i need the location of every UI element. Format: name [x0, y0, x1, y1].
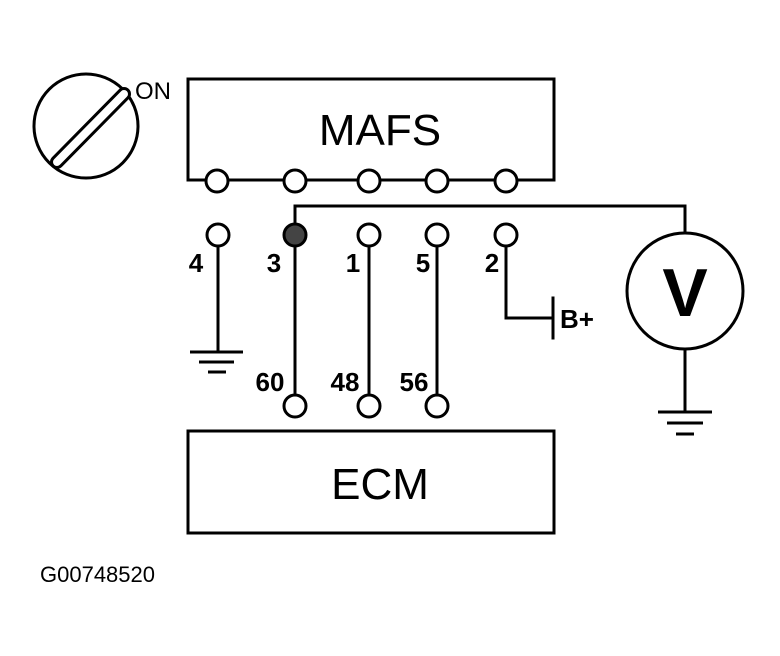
mafs-pin [493, 168, 519, 194]
ground-icon [658, 410, 712, 436]
pin-label-5: 5 [416, 248, 430, 278]
harness-pin-4 [205, 222, 231, 248]
mafs-pin [356, 168, 382, 194]
pin-label-2: 2 [485, 248, 499, 278]
ground-icon [190, 350, 243, 374]
pin-label-3: 3 [267, 248, 281, 278]
harness-pin-5 [424, 222, 450, 248]
power-wire [504, 244, 553, 320]
ecm-pin-48 [356, 393, 382, 419]
mafs-pin [282, 168, 308, 194]
mafs-label: MAFS [319, 106, 441, 155]
voltmeter-label: V [662, 255, 707, 331]
ecm-pin-label-56: 56 [400, 367, 429, 397]
mafs-box [186, 77, 556, 182]
pin-label-4: 4 [189, 248, 204, 278]
switch-state-label: ON [135, 78, 171, 105]
harness-pin-2 [493, 222, 519, 248]
figure-id: G00748520 [40, 562, 155, 587]
mafs-pin [424, 168, 450, 194]
ecm-box [186, 429, 556, 535]
ecm-pin-label-60: 60 [256, 367, 285, 397]
ecm-pin-label-48: 48 [331, 367, 360, 397]
harness-pin-3-probe [282, 222, 308, 248]
ecm-pin-56 [424, 393, 450, 419]
ecm-pin-60 [282, 393, 308, 419]
harness-pin-1 [356, 222, 382, 248]
ecm-label: ECM [331, 460, 429, 509]
probe-wire [293, 204, 687, 235]
pin-label-1: 1 [346, 248, 360, 278]
battery-label: B+ [560, 304, 594, 334]
mafs-pin [204, 168, 230, 194]
ignition-switch-icon [32, 72, 140, 180]
